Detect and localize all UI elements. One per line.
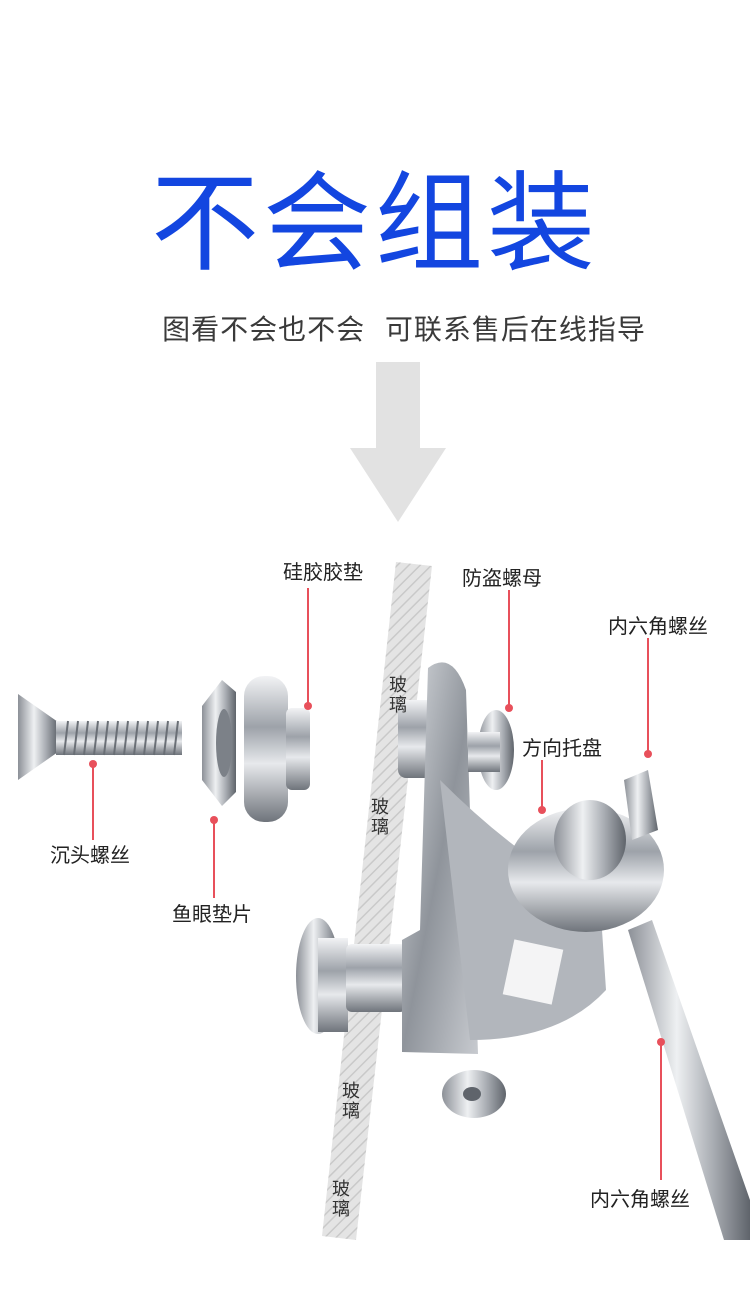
label-anti-theft-nut: 防盗螺母 bbox=[462, 566, 542, 590]
label-hex-screw-bottom: 内六角螺丝 bbox=[590, 1187, 690, 1211]
glass-label: 玻璃 bbox=[371, 797, 389, 838]
label-direction-tray: 方向托盘 bbox=[522, 736, 602, 760]
page-subtitle: 图看不会也不会 可联系售后在线指导 bbox=[162, 313, 646, 346]
bottom-bolt-part bbox=[296, 918, 406, 1034]
handle-rod-part bbox=[628, 920, 750, 1240]
anti-theft-nut-part bbox=[468, 710, 514, 790]
hex-screw-top-part bbox=[624, 770, 658, 840]
bracket-plate bbox=[402, 662, 606, 1054]
label-fisheye-washer: 鱼眼垫片 bbox=[172, 902, 252, 926]
direction-tray-part bbox=[508, 800, 664, 932]
page-title: 不会组装 bbox=[150, 162, 599, 287]
loose-hex-screw-part bbox=[442, 1070, 506, 1118]
glass-label: 玻璃 bbox=[389, 675, 407, 716]
leader-lines bbox=[89, 588, 665, 1180]
glass-label: 玻璃 bbox=[342, 1081, 360, 1122]
label-countersunk-screw: 沉头螺丝 bbox=[50, 843, 130, 867]
glass-label: 玻璃 bbox=[332, 1179, 350, 1220]
silicone-pad-part bbox=[244, 676, 310, 822]
glass-panel bbox=[322, 562, 432, 1240]
down-arrow-icon bbox=[350, 362, 446, 522]
label-silicone-pad: 硅胶胶垫 bbox=[283, 560, 363, 584]
fisheye-washer-part bbox=[202, 680, 236, 806]
label-hex-screw-top: 内六角螺丝 bbox=[608, 614, 708, 638]
countersunk-screw-part bbox=[18, 694, 182, 780]
hardware-illustration bbox=[18, 562, 750, 1240]
